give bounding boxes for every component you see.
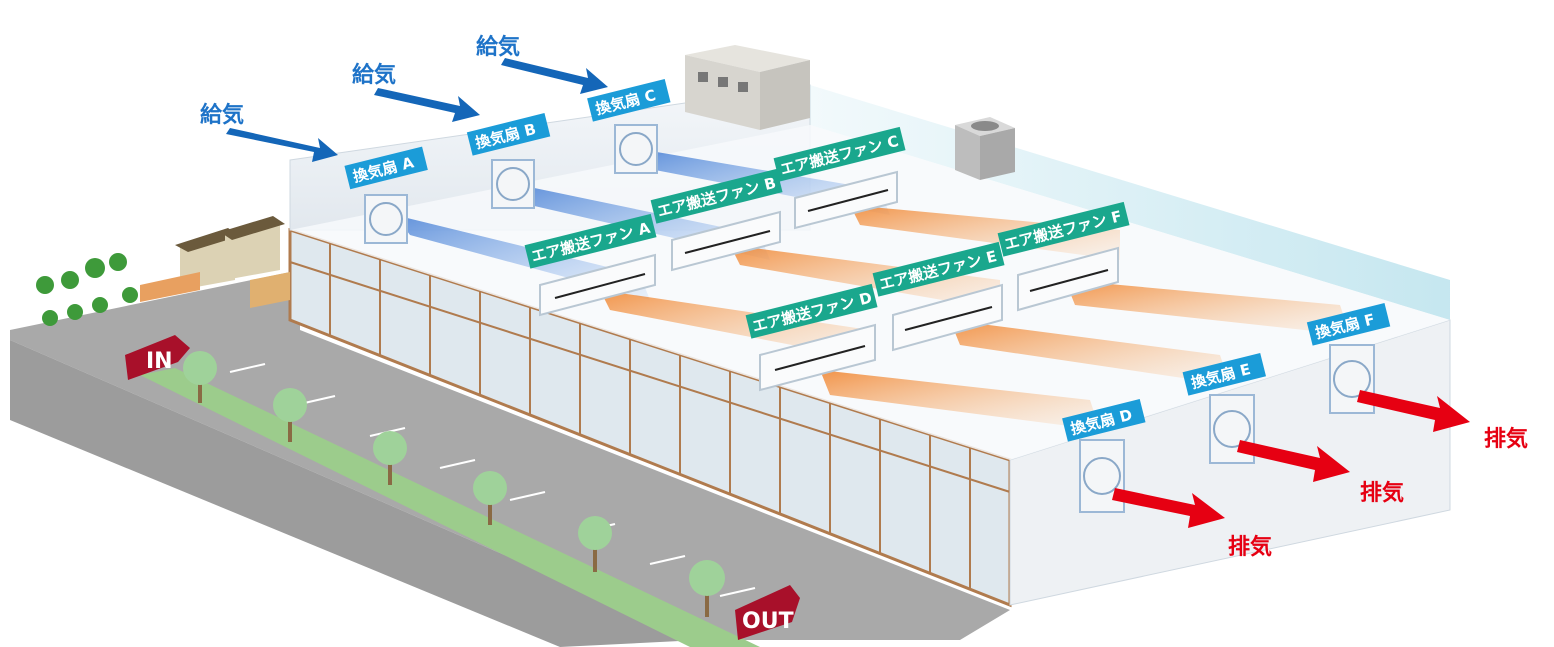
in-sign-text: IN — [146, 349, 173, 374]
out-sign-text: OUT — [742, 609, 794, 634]
air-fan-e-unit — [892, 283, 1003, 352]
exhaust-arrow-2 — [1237, 440, 1350, 482]
out-sign: OUT — [735, 585, 800, 640]
supply-arrow-2 — [374, 88, 480, 122]
exhaust-fan-d-icon — [1079, 439, 1125, 513]
supply-arrow-1 — [226, 128, 338, 162]
plants — [36, 253, 138, 326]
air-fan-a-unit — [539, 253, 656, 317]
facade-mullions — [289, 243, 1011, 589]
supply-arrows — [226, 58, 608, 162]
in-sign: IN — [125, 335, 190, 380]
supply-label-1: 給気 — [200, 102, 244, 128]
air-fan-vents — [554, 189, 1109, 371]
supply-label-3: 給気 — [476, 34, 520, 60]
tree — [373, 431, 407, 485]
rooftop-unit — [685, 45, 810, 130]
parking-lot-lower — [10, 340, 700, 647]
air-fan-d-unit — [759, 323, 876, 392]
green-median — [140, 368, 760, 647]
tree — [473, 471, 507, 525]
exhaust-arrow-3 — [1357, 390, 1470, 432]
exhaust-fan-blades — [369, 132, 1371, 495]
trees — [183, 351, 725, 617]
exhaust-label-2: 排気 — [1360, 480, 1404, 506]
tree — [183, 351, 217, 403]
tree — [273, 388, 307, 442]
air-fan-f-unit — [1017, 246, 1119, 312]
tree — [578, 516, 612, 572]
exhaust-arrow-1 — [1112, 488, 1225, 528]
warm-airflow-beams — [600, 205, 1350, 430]
air-fan-b-unit — [671, 210, 781, 272]
exhaust-arrows — [1112, 390, 1470, 528]
parking-lot — [10, 270, 1010, 640]
tree — [689, 560, 725, 617]
outdoor-ac-unit — [955, 117, 1015, 180]
exhaust-label-3: 排気 — [1484, 426, 1528, 452]
exhaust-label-1: 排気 — [1228, 534, 1272, 560]
storage-sheds — [140, 216, 290, 308]
supply-arrow-3 — [501, 58, 608, 94]
supply-label-2: 給気 — [352, 62, 396, 88]
